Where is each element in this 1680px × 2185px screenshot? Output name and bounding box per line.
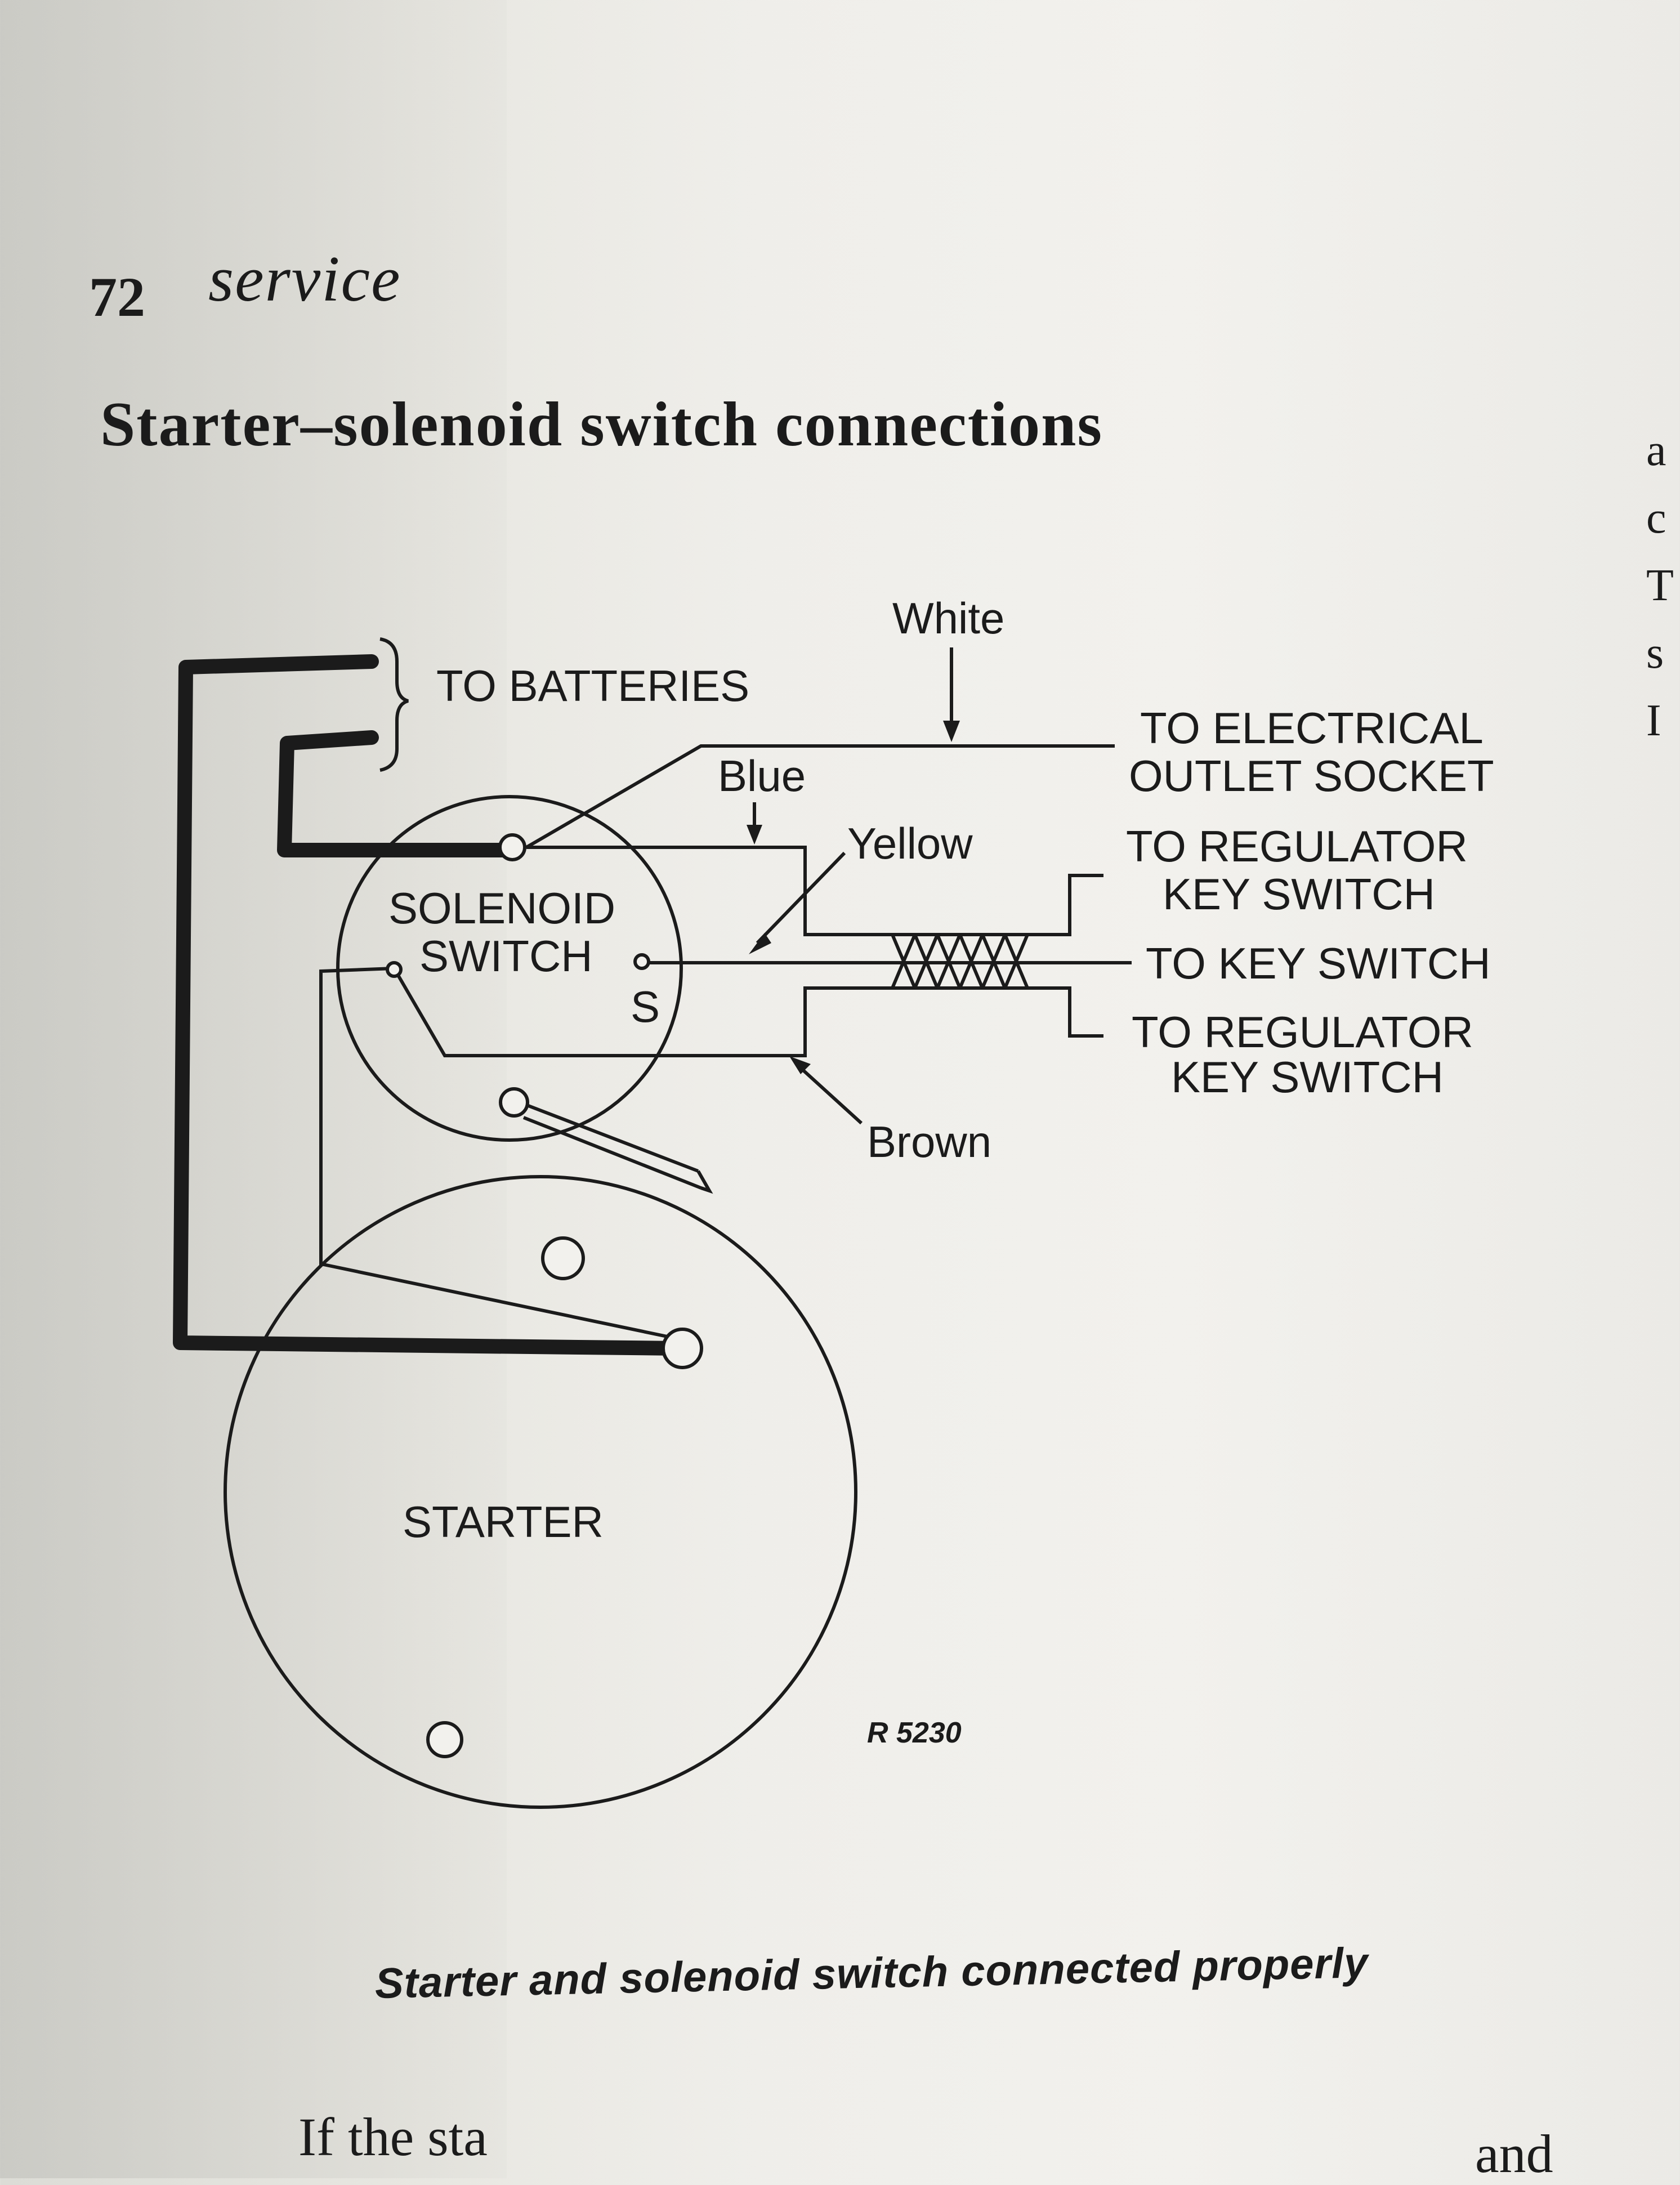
margin-letter: T	[1646, 561, 1674, 610]
linkage-pivot	[499, 1087, 529, 1118]
to-regulator-bottom-line2: KEY SWITCH	[1171, 1052, 1444, 1102]
white-label: White	[892, 593, 1004, 643]
blue-arrowhead	[747, 825, 762, 844]
solenoid-label-line1: SOLENOID	[388, 883, 615, 933]
to-outlet-label-line2: OUTLET SOCKET	[1129, 751, 1494, 801]
page-shadow	[0, 0, 507, 2178]
harness-wrap	[891, 933, 1029, 989]
margin-letter: s	[1646, 628, 1664, 678]
to-key-switch-label: TO KEY SWITCH	[1146, 939, 1491, 988]
to-regulator-top-line2: KEY SWITCH	[1163, 869, 1435, 919]
solenoid-linkage	[514, 1099, 713, 1194]
yellow-arrowhead	[749, 933, 771, 954]
starter-mount-hole-bottom	[426, 1721, 463, 1758]
white-arrowhead	[943, 721, 960, 742]
brown-leader	[798, 1065, 863, 1125]
body-text-end: and	[1475, 2124, 1553, 2184]
starter-outline	[224, 1175, 857, 1809]
yellow-leader	[756, 851, 846, 945]
solenoid-motor-terminal	[386, 961, 403, 978]
body-text-start: If the sta	[298, 2107, 488, 2167]
margin-letter: I	[1646, 696, 1661, 745]
battery-cable-lower	[277, 730, 517, 857]
yellow-label: Yellow	[847, 819, 973, 868]
to-outlet-label-line1: TO ELECTRICAL	[1140, 703, 1484, 753]
starter-main-terminal	[662, 1328, 703, 1369]
to-regulator-top-line1: TO REGULATOR	[1126, 821, 1468, 871]
brown-arrowhead	[789, 1056, 811, 1074]
solenoid-label-line2: SWITCH	[419, 931, 593, 981]
section-title: Starter–solenoid switch connections	[100, 390, 1103, 459]
battery-cable-upper	[173, 654, 686, 1356]
solenoid-battery-terminal	[498, 833, 526, 861]
batteries-brace	[379, 637, 409, 772]
figure-ref-label: R 5230	[867, 1717, 962, 1749]
running-head: service	[208, 243, 401, 315]
starter-mount-hole-top	[541, 1236, 585, 1280]
margin-letter: c	[1646, 493, 1666, 543]
terminal-s-label: S	[631, 982, 660, 1031]
margin-letter: a	[1646, 426, 1666, 475]
brown-wire	[392, 967, 1103, 1057]
starter-label: STARTER	[403, 1497, 604, 1547]
to-batteries-label: TO BATTERIES	[436, 661, 749, 711]
page-number: 72	[89, 266, 145, 328]
to-regulator-bottom-line1: TO REGULATOR	[1132, 1007, 1473, 1057]
solenoid-s-terminal	[633, 953, 650, 970]
margin-letters: a c T s I	[1646, 417, 1674, 754]
solenoid-outline	[336, 795, 683, 1142]
blue-label: Blue	[718, 751, 806, 801]
white-wire	[525, 744, 1115, 849]
brown-label: Brown	[867, 1117, 991, 1167]
solenoid-to-starter-wire	[319, 967, 671, 1339]
